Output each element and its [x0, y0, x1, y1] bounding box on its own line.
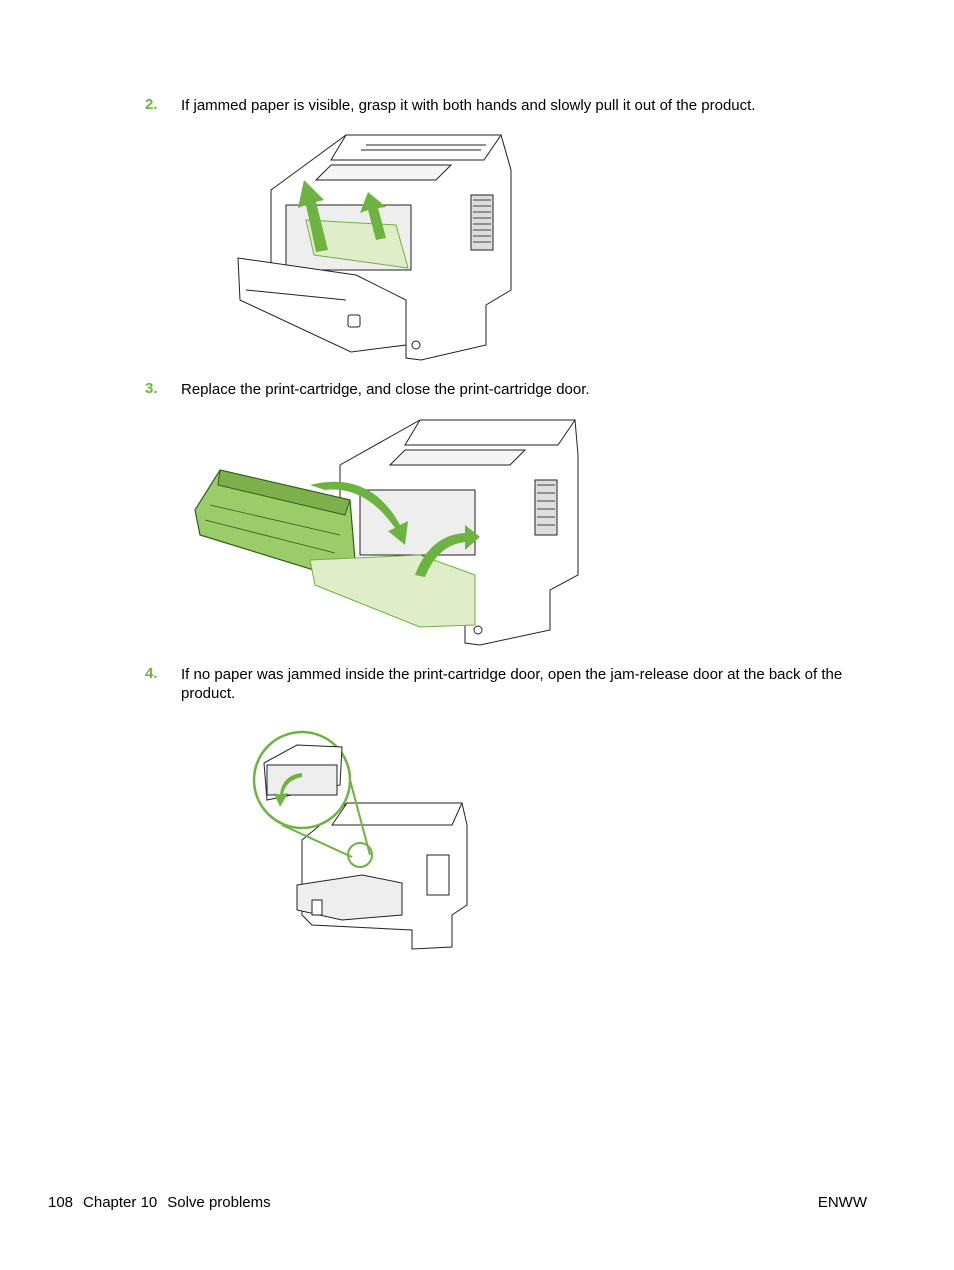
- chapter-label: Chapter 10: [83, 1194, 158, 1211]
- printer-front-open-illustration: [237, 134, 512, 361]
- figure-remove-jammed-paper: [236, 130, 516, 362]
- step-number: 3.: [145, 380, 158, 397]
- step-text: Replace the print-cartridge, and close t…: [181, 381, 590, 398]
- figure-jam-release-door: [252, 725, 474, 955]
- step-text: If no paper was jammed inside the print-…: [181, 666, 843, 702]
- page-footer-left: 108 Chapter 10 Solve problems: [48, 1194, 271, 1211]
- step-number: 4.: [145, 665, 158, 682]
- page-footer-right: ENWW: [817, 1194, 867, 1211]
- page-number: 108: [48, 1194, 74, 1211]
- figure-replace-cartridge: [190, 415, 582, 647]
- section-label: Solve problems: [167, 1194, 271, 1211]
- printer-back-illustration: [252, 730, 468, 950]
- step-number: 2.: [145, 96, 158, 113]
- step-text: If jammed paper is visible, grasp it wit…: [181, 97, 756, 114]
- printer-cartridge-illustration: [194, 419, 579, 646]
